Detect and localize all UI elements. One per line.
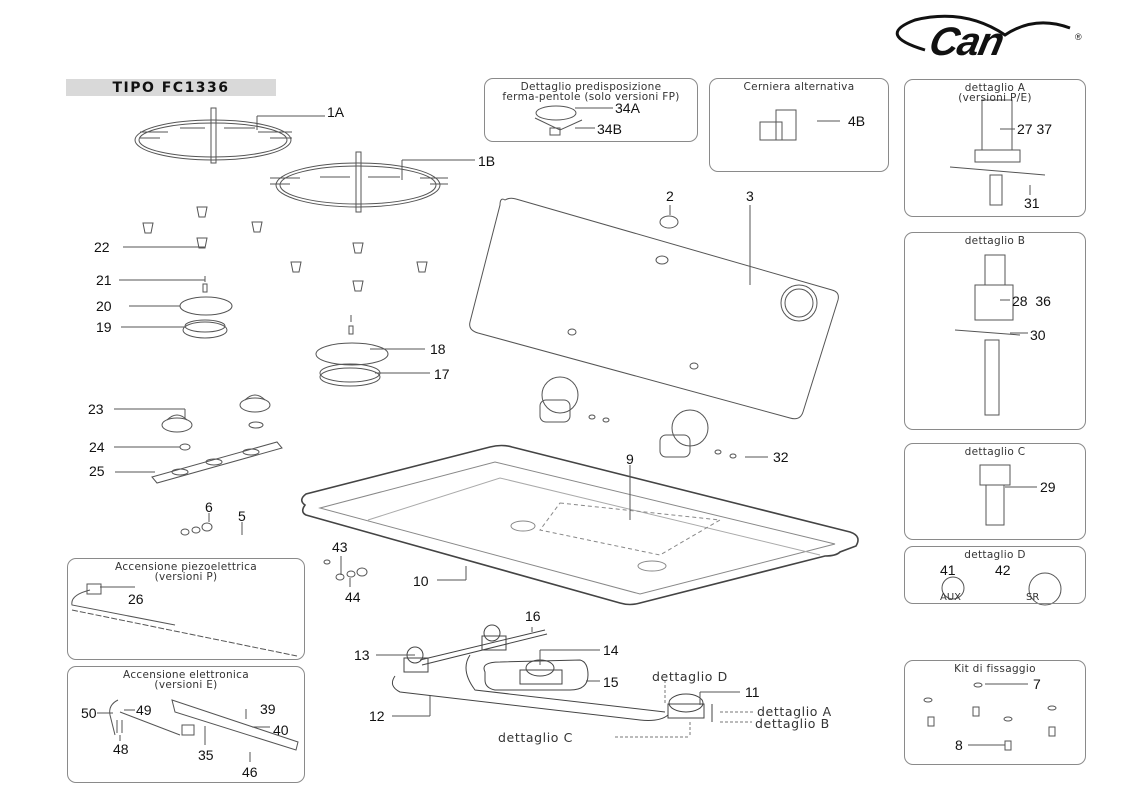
callout-26: 26	[128, 591, 144, 607]
callout-50: 50	[81, 705, 97, 721]
piezo-cable	[71, 583, 298, 657]
callout-3: 3	[746, 188, 754, 204]
inset-electronic: Accensione elettronica (versioni E)	[67, 666, 305, 783]
nuts-43-44	[323, 559, 368, 581]
glass-lid	[469, 197, 839, 420]
callout-43: 43	[332, 539, 348, 555]
callout-48: 48	[113, 741, 129, 757]
callout-12: 12	[369, 708, 385, 724]
knobs-and-control-plate	[151, 394, 283, 536]
brand-logo: Can ®	[885, 10, 1085, 64]
burner-injector-cups	[142, 206, 428, 292]
callout-19: 19	[96, 319, 112, 335]
tag-sr: SR	[1026, 592, 1040, 603]
inset-detail-d-title: dettaglio D	[964, 549, 1026, 561]
callout-8: 8	[955, 737, 963, 753]
leader-lines	[97, 107, 1037, 762]
small-burner-stack	[179, 276, 389, 387]
inset-detail-d: dettaglio D	[904, 546, 1086, 604]
inset-detail-b-title: dettaglio B	[964, 235, 1026, 247]
callout-14: 14	[603, 642, 619, 658]
gas-valves-and-pipes	[391, 624, 713, 722]
callout-44: 44	[345, 589, 361, 605]
electronic-ignition-module	[109, 699, 299, 751]
inset-pot-stand-title-1: Dettaglio predisposizione	[520, 81, 662, 93]
inset-piezo-title-1: Accensione piezoelettrica	[115, 561, 257, 573]
model-title-bar: TIPO FC1336	[66, 79, 276, 96]
inset-detail-b: dettaglio B	[904, 232, 1086, 430]
detail-ref-d: dettaglio D	[652, 669, 728, 684]
callout-25: 25	[89, 463, 105, 479]
inset-detail-c-title: dettaglio C	[964, 446, 1026, 458]
callout-11: 11	[745, 684, 760, 700]
callout-35: 35	[198, 747, 214, 763]
detail-ref-b: dettaglio B	[755, 716, 830, 731]
brand-logo-text: Can	[925, 20, 1008, 64]
detail-ref-c: dettaglio C	[498, 730, 573, 745]
callout-1b: 1B	[478, 153, 496, 169]
inset-hinge: Cerniera alternativa	[709, 78, 889, 172]
callout-2: 2	[666, 188, 674, 204]
inset-piezo-title-2: (versioni P)	[154, 571, 218, 583]
callout-41: 41	[940, 562, 956, 578]
callout-13: 13	[354, 647, 370, 663]
inset-detail-c: dettaglio C	[904, 443, 1086, 540]
callout-24: 24	[89, 439, 105, 455]
callout-16: 16	[525, 608, 541, 624]
inset-pot-stand: Dettaglio predisposizione ferma-pentole …	[484, 78, 698, 142]
callout-46: 46	[242, 764, 258, 780]
callout-29: 29	[1040, 479, 1056, 495]
callout-22: 22	[94, 239, 110, 255]
callout-1a: 1A	[327, 104, 345, 120]
inset-fixing-kit: Kit di fissaggio	[904, 660, 1086, 765]
logo-swoosh-icon	[895, 14, 1071, 52]
callout-28-36: 28 36	[1012, 293, 1051, 309]
inset-detail-a: dettaglio A (versioni P/E)	[904, 79, 1086, 217]
callout-20: 20	[96, 298, 112, 314]
callout-18: 18	[430, 341, 446, 357]
tag-aux: AUX	[940, 592, 962, 603]
inset-electronic-title-1: Accensione elettronica	[123, 669, 249, 681]
callout-27-37: 27 37	[1017, 121, 1053, 137]
inset-detail-a-title-2: (versioni P/E)	[958, 92, 1032, 104]
registered-mark: ®	[1075, 32, 1082, 42]
pan-support-1b	[270, 151, 448, 213]
callout-4b: 4B	[848, 113, 866, 129]
inset-electronic-title-2: (versioni E)	[154, 679, 218, 691]
inset-drawings	[534, 99, 1062, 751]
callout-34a: 34A	[615, 100, 640, 116]
hinges	[539, 376, 737, 459]
callout-40: 40	[273, 722, 289, 738]
dashed-detail-leaders	[615, 680, 755, 738]
inset-fixing-kit-title: Kit di fissaggio	[954, 663, 1036, 675]
callout-5: 5	[238, 508, 246, 524]
callout-21: 21	[96, 272, 112, 288]
inset-detail-a-title-1: dettaglio A	[964, 82, 1026, 94]
callout-42: 42	[995, 562, 1011, 578]
callout-17: 17	[434, 366, 450, 382]
callout-23: 23	[88, 401, 104, 417]
pan-support-1a	[134, 107, 292, 164]
inset-piezo: Accensione piezoelettrica (versioni P)	[67, 558, 305, 660]
model-title: TIPO FC1336	[112, 80, 230, 96]
inset-hinge-title: Cerniera alternativa	[743, 81, 855, 93]
detail-ref-a: dettaglio A	[757, 704, 832, 719]
callout-32: 32	[773, 449, 789, 465]
callout-34b: 34B	[597, 121, 622, 137]
callout-15: 15	[603, 674, 619, 690]
callout-6: 6	[205, 499, 213, 515]
hob-tray	[300, 444, 859, 606]
callout-10: 10	[413, 573, 429, 589]
callout-31: 31	[1024, 195, 1040, 211]
callout-30: 30	[1030, 327, 1046, 343]
inset-pot-stand-title-2: ferma-pentole (solo versioni FP)	[502, 91, 680, 103]
callout-9: 9	[626, 451, 634, 467]
callout-7: 7	[1033, 676, 1041, 692]
callout-49: 49	[136, 702, 152, 718]
callout-39: 39	[260, 701, 276, 717]
